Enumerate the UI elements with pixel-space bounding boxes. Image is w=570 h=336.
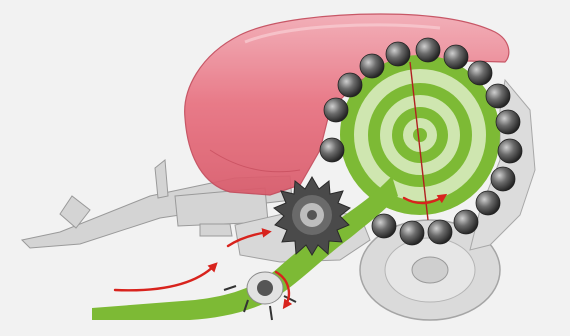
round-baler-diagram [0, 0, 570, 336]
baler-cutaway-drawing [0, 0, 570, 336]
